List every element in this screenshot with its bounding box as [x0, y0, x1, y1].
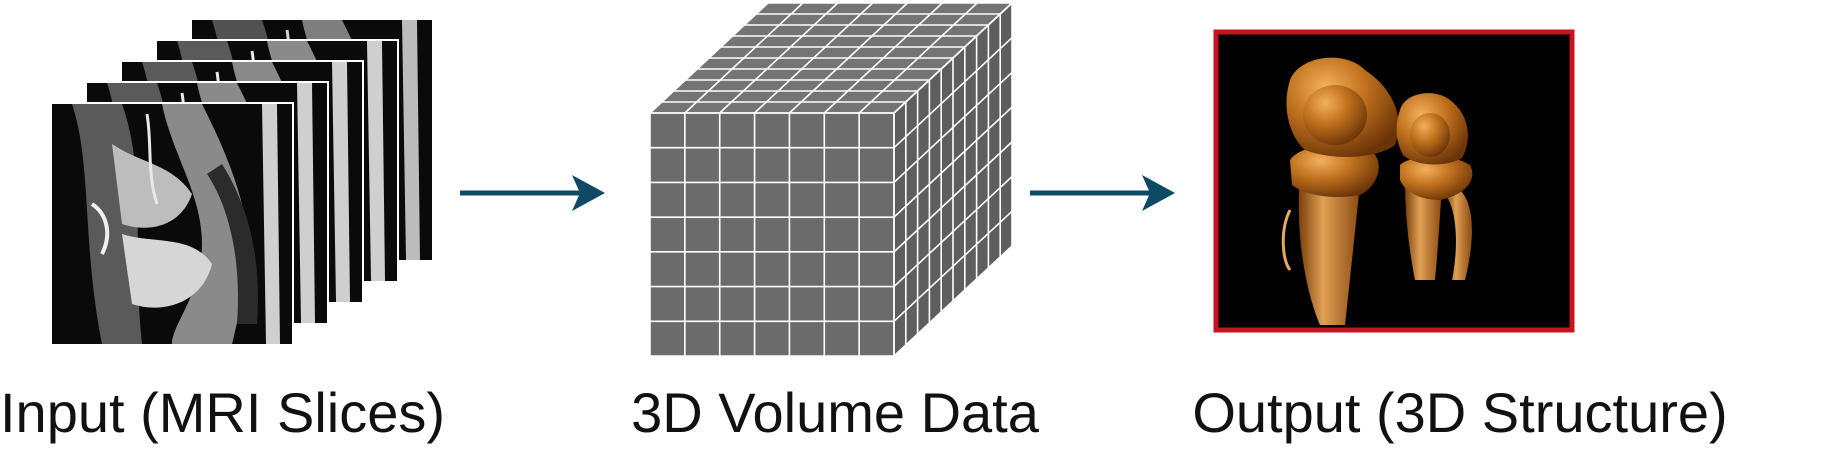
- caption-volume: 3D Volume Data: [631, 381, 1039, 444]
- caption-input: Input (MRI Slices): [0, 381, 445, 444]
- arrow-volume-to-output: [1030, 175, 1175, 211]
- cube-grid-line: [893, 141, 1013, 253]
- arrow-input-to-volume: [460, 175, 605, 211]
- cube-grid-line: [893, 37, 1013, 149]
- cube-grid-line: [893, 245, 1013, 357]
- volume-cube: [649, 2, 1013, 357]
- cube-grid-line: [893, 71, 1013, 184]
- cube-grid-line: [893, 175, 1013, 288]
- knee-bone-render-left: [1281, 57, 1399, 325]
- cube-grid-line: [893, 106, 1013, 218]
- cube-front-face: [650, 113, 894, 356]
- mri-slice-stack: [50, 20, 432, 346]
- mri-slice-front: [50, 102, 294, 346]
- cube-grid-line: [893, 2, 1013, 114]
- output-render-panel: [1213, 29, 1575, 333]
- caption-output: Output (3D Structure): [1192, 381, 1728, 444]
- cube-grid-line: [893, 210, 1013, 322]
- knee-bone-render-right: [1396, 93, 1473, 280]
